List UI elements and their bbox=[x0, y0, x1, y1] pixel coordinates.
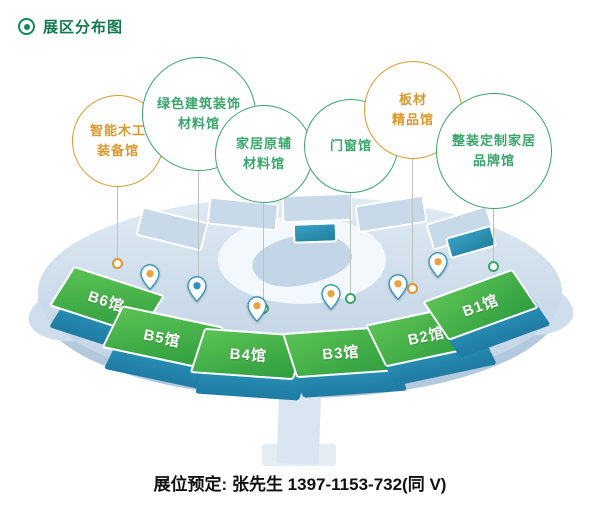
pavilion-label: 绿色建筑装饰 bbox=[156, 95, 241, 111]
booking-contact: 张先生 1397-1153-732(同 V) bbox=[231, 475, 447, 494]
pavilion-label: 家居原辅 bbox=[235, 135, 292, 151]
connector-line bbox=[412, 157, 413, 288]
location-pin-icon bbox=[428, 252, 448, 278]
pavilion-label: 板材 bbox=[398, 91, 427, 107]
connector-dot bbox=[407, 283, 418, 294]
booking-info: 展位预定: 张先生 1397-1153-732(同 V) bbox=[0, 470, 600, 495]
connector-line bbox=[350, 191, 351, 298]
pavilion-label: 精品馆 bbox=[391, 112, 434, 127]
hall-label: B4馆 bbox=[229, 345, 268, 365]
page-header: 展区分布图 bbox=[18, 16, 123, 37]
hall-label: B1馆 bbox=[460, 291, 502, 321]
connector-line bbox=[117, 185, 118, 263]
connector-dot bbox=[112, 258, 123, 269]
pavilion-label: 整装定制家居 bbox=[451, 132, 536, 148]
pavilion-label: 材料馆 bbox=[242, 156, 285, 171]
pavilion-label: 材料馆 bbox=[177, 116, 220, 131]
booking-label: 展位预定: bbox=[153, 475, 228, 494]
pavilion-bubble-home-raw-materials: 家居原辅 材料馆 bbox=[215, 105, 313, 203]
connector-dot bbox=[345, 293, 356, 304]
map-building-block bbox=[281, 192, 353, 224]
location-pin-icon bbox=[388, 274, 408, 300]
connector-dot bbox=[488, 261, 499, 272]
hall-label: B3馆 bbox=[322, 343, 361, 363]
connector-line bbox=[263, 201, 264, 308]
target-dot-icon bbox=[18, 18, 35, 35]
location-pin-icon bbox=[247, 296, 267, 322]
pavilion-label: 门窗馆 bbox=[329, 137, 372, 153]
location-pin-icon bbox=[140, 264, 160, 290]
location-pin-icon bbox=[321, 284, 341, 310]
pavilion-label: 品牌馆 bbox=[472, 153, 515, 168]
connector-line bbox=[493, 207, 494, 266]
map-teal-building bbox=[292, 222, 338, 244]
pavilion-label: 智能木工 bbox=[89, 122, 146, 138]
pavilion-label: 装备馆 bbox=[96, 143, 139, 158]
pavilion-bubble-whole-home-brands: 整装定制家居 品牌馆 bbox=[436, 93, 552, 209]
page-title: 展区分布图 bbox=[43, 19, 124, 36]
location-pin-icon bbox=[187, 276, 207, 302]
connector-line bbox=[198, 169, 199, 286]
hall-label: B5馆 bbox=[142, 326, 183, 351]
